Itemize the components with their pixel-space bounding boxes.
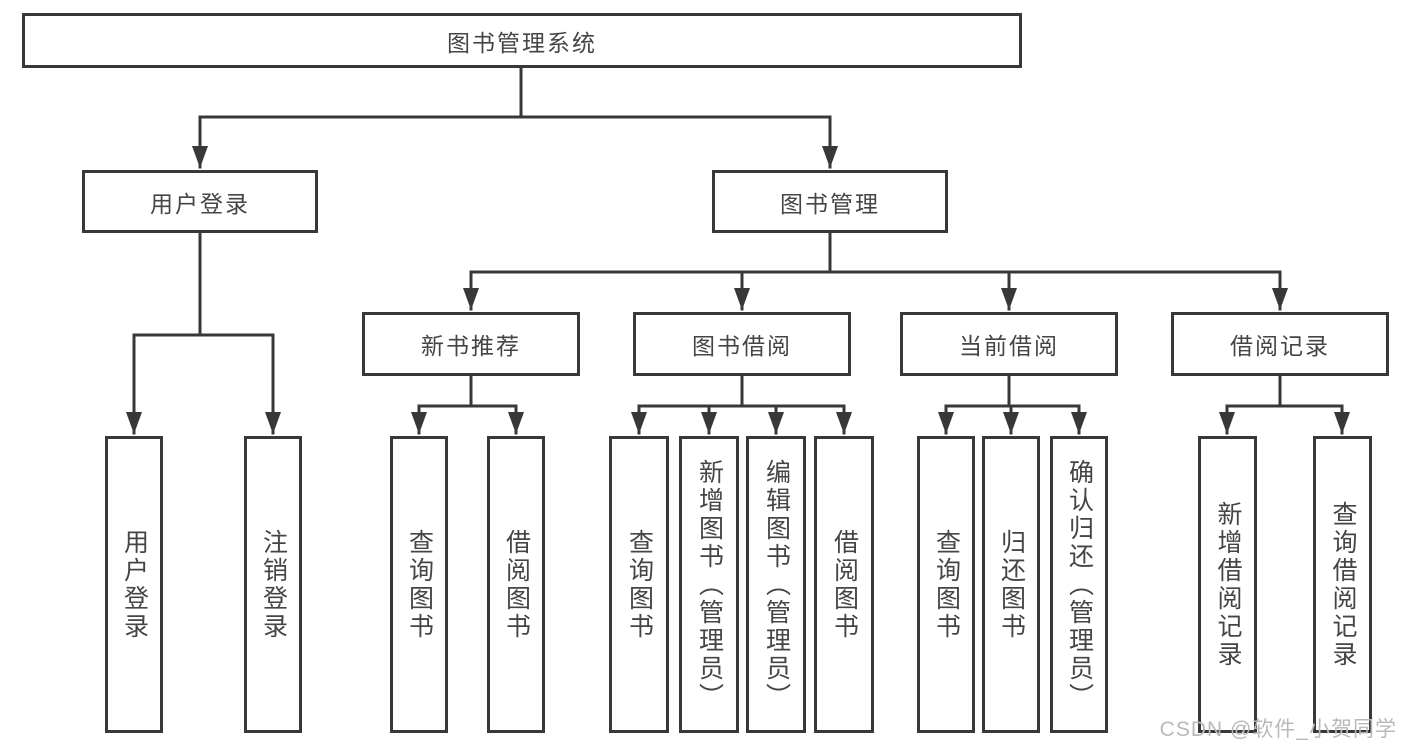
leaf-add-book-admin: 新增图书（管理员）	[679, 436, 739, 733]
node-root: 图书管理系统	[22, 13, 1022, 68]
leaf-query-books-recommend: 查询图书	[390, 436, 448, 733]
leaf-add-book-admin-label: 新增图书（管理员）	[695, 458, 724, 711]
leaf-add-borrow-record: 新增借阅记录	[1198, 436, 1257, 733]
leaf-edit-book-admin: 编辑图书（管理员）	[746, 436, 806, 733]
leaf-return-books-label: 归还图书	[997, 528, 1026, 641]
leaf-borrow-books-borrow: 借阅图书	[814, 436, 874, 733]
leaf-query-books-borrow: 查询图书	[609, 436, 669, 733]
leaf-logout: 注销登录	[244, 436, 302, 733]
node-book-management: 图书管理	[712, 170, 948, 233]
leaf-return-books: 归还图书	[982, 436, 1040, 733]
leaf-query-borrow-record: 查询借阅记录	[1313, 436, 1372, 733]
leaf-confirm-return-admin-label: 确认归还（管理员）	[1065, 458, 1094, 711]
leaf-edit-book-admin-label: 编辑图书（管理员）	[762, 458, 791, 711]
leaf-query-books-borrow-label: 查询图书	[625, 528, 654, 641]
node-borrow-records: 借阅记录	[1171, 312, 1389, 376]
leaf-confirm-return-admin: 确认归还（管理员）	[1050, 436, 1108, 733]
leaf-add-borrow-record-label: 新增借阅记录	[1214, 500, 1242, 669]
node-new-book-recommend-label: 新书推荐	[421, 333, 521, 359]
node-book-borrow-label: 图书借阅	[692, 333, 792, 359]
leaf-query-books-current: 查询图书	[917, 436, 975, 733]
leaf-query-books-recommend-label: 查询图书	[405, 528, 434, 641]
leaf-query-borrow-record-label: 查询借阅记录	[1329, 500, 1357, 669]
node-root-label: 图书管理系统	[447, 29, 597, 56]
leaf-borrow-books-recommend: 借阅图书	[487, 436, 545, 733]
leaf-user-login: 用户登录	[105, 436, 163, 733]
leaf-borrow-books-borrow-label: 借阅图书	[830, 528, 859, 641]
leaf-logout-label: 注销登录	[259, 528, 288, 641]
node-borrow-records-label: 借阅记录	[1230, 333, 1330, 359]
leaf-user-login-label: 用户登录	[120, 528, 149, 641]
leaf-query-books-current-label: 查询图书	[932, 528, 961, 641]
node-user-login-label: 用户登录	[150, 190, 250, 217]
node-new-book-recommend: 新书推荐	[362, 312, 580, 376]
csdn-watermark: CSDN @软件_小贺同学	[1159, 718, 1397, 741]
leaf-borrow-books-recommend-label: 借阅图书	[502, 528, 531, 641]
node-book-management-label: 图书管理	[780, 190, 880, 217]
node-book-borrow: 图书借阅	[633, 312, 851, 376]
node-user-login: 用户登录	[82, 170, 318, 233]
node-current-borrow-label: 当前借阅	[959, 333, 1059, 359]
node-current-borrow: 当前借阅	[900, 312, 1118, 376]
